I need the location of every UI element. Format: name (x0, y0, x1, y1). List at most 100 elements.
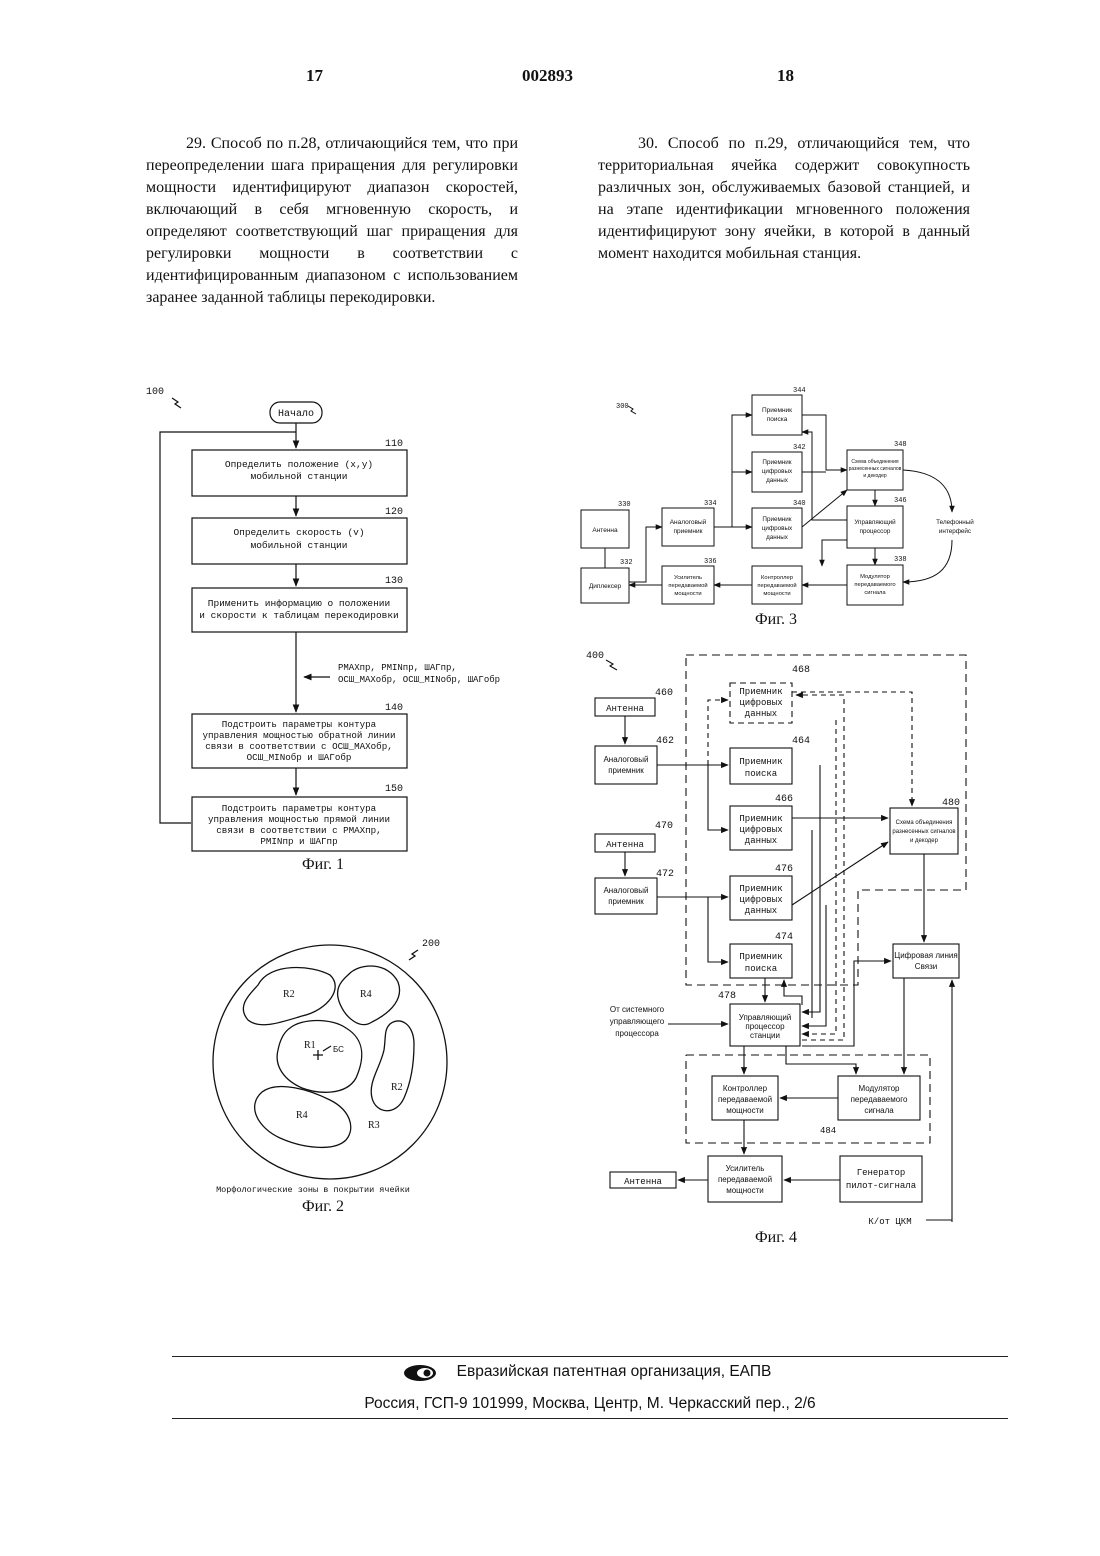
fig4-analog2-line1: Аналоговый (603, 886, 648, 895)
fig3-modulator-line3: сигнала (864, 590, 886, 596)
fig2-zone-label: R4 (360, 989, 372, 1000)
fig4-combiner480-line1: Схема объединения (896, 820, 953, 826)
fig4-link (708, 765, 728, 830)
fig1-box-140-line3: связи в соответствии с ОСШ_MAXобр, (205, 741, 392, 752)
footer-bottom-rule (172, 1418, 1008, 1419)
fig1-box-110-line2: мобильной станции (251, 471, 348, 482)
fig3-link (822, 540, 847, 566)
fig3-caption: Фиг. 3 (755, 611, 797, 628)
fig4-combiner480-line3: и декодер (910, 838, 939, 844)
fig4-num: 484 (820, 1126, 836, 1136)
fig2-ref-arrow (409, 950, 418, 960)
fig2-zone-label: R4 (296, 1110, 308, 1121)
fig4-analog1-box (595, 746, 657, 784)
fig4-link (802, 961, 891, 1046)
fig3-data-rx1-line2: цифровых (762, 468, 793, 475)
fig3-num: 334 (704, 500, 717, 508)
fig3-analog-rx-box (662, 508, 714, 546)
fig4-modulator-line2: передаваемого (851, 1095, 908, 1104)
fig4-caption: Фиг. 4 (755, 1229, 797, 1246)
fig4-amplifier-line1: Усилитель (726, 1164, 765, 1173)
fig1-params-line1: PMAXпр, PMINпр, ШАГпр, (338, 663, 457, 673)
fig2-subtitle: Морфологические зоны в покрытии ячейки (216, 1185, 410, 1195)
fig4-antenna1-label: Антенна (606, 704, 644, 714)
fig3-tx-amp-line2: передаваемой (668, 582, 707, 589)
fig4-search464-line1: Приемник (739, 757, 782, 767)
fig4-modulator-line1: Модулятор (859, 1084, 901, 1093)
fig4-digital-link-line1: Цифровая линия (894, 951, 957, 960)
fig4-num: 464 (792, 736, 810, 747)
fig1-box-140-line2: управления мощностью обратной линии (203, 730, 396, 741)
fig4-data468-line3: данных (745, 709, 777, 719)
figure-1-flowchart: 100 Начало 110 Определить положение (x,y… (146, 387, 500, 873)
fig3-antenna-label: Антенна (592, 527, 618, 534)
fig4-pilot-line1: Генератор (857, 1168, 906, 1178)
fig2-cell-circle (213, 945, 447, 1179)
fig3-num: 342 (793, 444, 806, 452)
fig1-box-120-line1: Определить скорость (v) (233, 527, 364, 538)
fig3-tx-controller-line1: Контроллер (761, 575, 793, 581)
fig3-combiner-line3: и декодер (863, 473, 886, 479)
fig3-tel-interface-line1: Телефонный (936, 518, 974, 526)
fig4-amplifier-line2: передаваемой (718, 1175, 772, 1184)
fig3-tx-controller-line3: мощности (763, 591, 790, 597)
fig4-from-sys-line3: процессора (615, 1029, 659, 1038)
fig4-data466-line2: цифровых (739, 825, 782, 835)
fig3-search-rx-line1: Приемник (762, 407, 792, 414)
fig3-analog-rx-line1: Аналоговый (670, 518, 707, 526)
fig4-num: 468 (792, 665, 810, 676)
fig4-ref: 400 (586, 651, 604, 662)
fig4-tx-ctrl-line1: Контроллер (723, 1084, 768, 1093)
fig1-box-120-line2: мобильной станции (251, 540, 348, 551)
fig3-num: 340 (793, 500, 806, 508)
fig1-num-120: 120 (385, 507, 403, 518)
figure-4-block-diagram: 400 460 Антенна 462 Аналоговый приемник … (586, 651, 966, 1246)
fig4-search464-line2: поиска (745, 769, 778, 779)
fig2-zone-label: R1 (304, 1040, 316, 1051)
fig2-zone-r1 (277, 1021, 362, 1093)
fig1-box-150-line4: PMINпр и ШАГпр (260, 836, 337, 847)
fig4-num: 470 (655, 821, 673, 832)
fig4-num: 462 (656, 736, 674, 747)
fig3-ref-arrow (628, 406, 636, 414)
figure-2-cell-zones: 200 R2 R4 R1 БС R2 R4 R3 Морфологические… (213, 939, 447, 1215)
fig4-digital-link-line2: Связи (915, 962, 937, 971)
fig3-num: 344 (793, 387, 806, 395)
fig4-modulator-line3: сигнала (864, 1106, 894, 1115)
fig2-base-station-marker (313, 1050, 323, 1060)
fig1-loop-line (160, 432, 296, 823)
fig4-proc478-line2: процессор (745, 1022, 785, 1031)
fig3-data-rx1-line3: данных (766, 477, 789, 484)
fig4-digital-link-box (893, 944, 959, 978)
fig1-num-140: 140 (385, 703, 403, 714)
fig4-num: 476 (775, 864, 793, 875)
fig4-data476-line3: данных (745, 906, 777, 916)
fig4-num: 466 (775, 794, 793, 805)
figure-3-block-diagram: 300 330 Антенна 332 Диплексер 334 Аналог… (581, 387, 974, 628)
fig4-pilot-line2: пилот-сигнала (846, 1181, 917, 1191)
fig4-num: 478 (718, 991, 736, 1002)
fig3-link (802, 415, 847, 470)
fig3-num: 330 (618, 501, 631, 509)
fig4-link (786, 1046, 856, 1074)
fig1-box-110-line1: Определить положение (x,y) (225, 459, 373, 470)
fig4-link (792, 842, 888, 905)
fig4-data466-line1: Приемник (739, 814, 782, 824)
fig2-zone-label: R2 (283, 989, 295, 1000)
footer-org: Евразийская патентная организация, ЕАПВ (172, 1363, 1008, 1381)
fig3-control-proc-line1: Управляющий (854, 518, 896, 526)
fig1-box-150-line3: связи в соответствии с PMAXпр, (216, 825, 381, 836)
fig3-tx-amp-line3: мощности (674, 591, 701, 597)
fig2-zone-label: R3 (368, 1120, 380, 1131)
fig4-antenna2-label: Антенна (606, 840, 644, 850)
fig4-analog1-line2: приемник (608, 766, 644, 775)
fig3-analog-rx-line2: приемник (674, 528, 703, 535)
fig4-proc478-line1: Управляющий (739, 1013, 792, 1022)
fig3-link (802, 490, 847, 527)
fig4-link (708, 897, 728, 962)
fig3-data-rx2-line2: цифровых (762, 525, 793, 532)
fig1-num-130: 130 (385, 576, 403, 587)
fig3-tel-interface-line2: интерфейс (939, 527, 971, 535)
fig3-ref: 300 (616, 403, 629, 411)
fig4-combiner480-line2: разнесенных сигналов (892, 829, 955, 835)
